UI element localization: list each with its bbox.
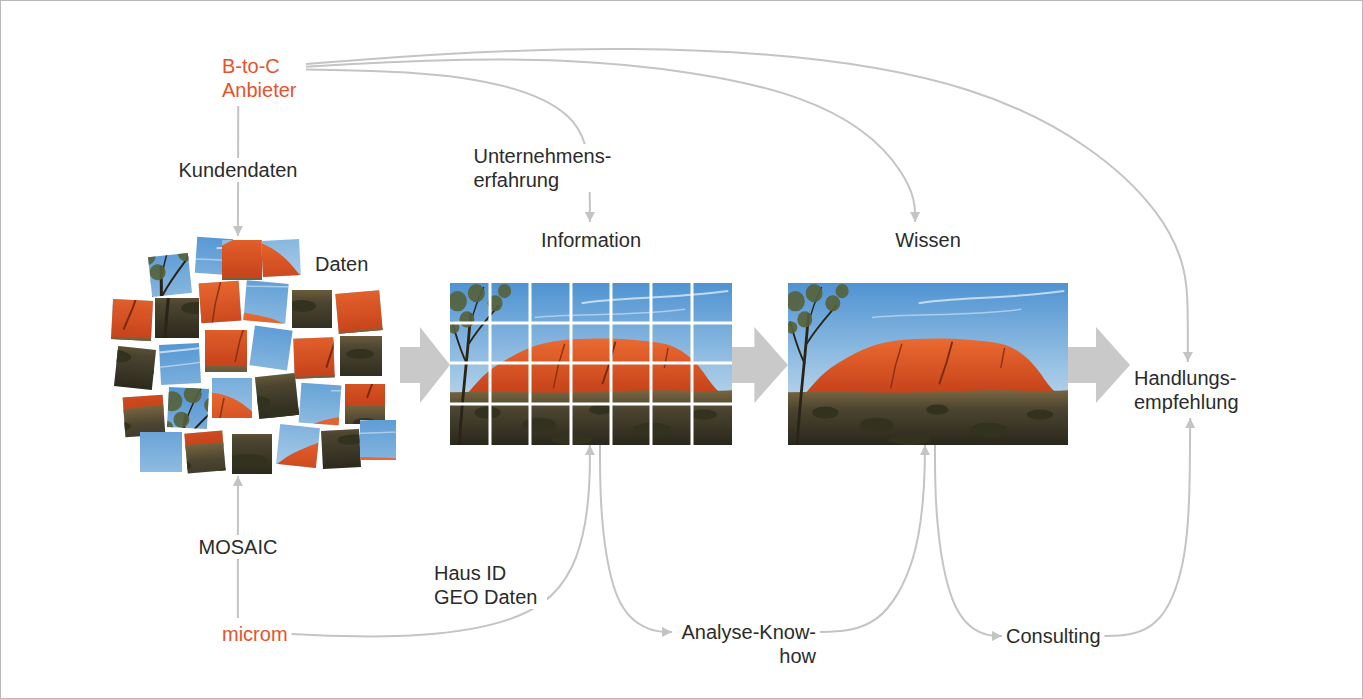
mosaic-tile xyxy=(124,316,439,502)
edge-label: Haus ID GEO Daten xyxy=(431,561,547,609)
mosaic-tile xyxy=(0,402,190,562)
connector xyxy=(292,445,590,637)
picture-heading: Daten xyxy=(312,252,371,276)
grid-lines xyxy=(450,283,732,445)
mosaic-tile xyxy=(88,224,390,384)
photo xyxy=(786,283,1068,445)
picture-node: Daten xyxy=(108,236,400,476)
connector xyxy=(600,445,672,632)
connector xyxy=(935,445,1002,636)
connector xyxy=(237,106,239,236)
connector xyxy=(820,445,925,632)
mosaic-tile xyxy=(73,308,383,484)
edge-label: MOSAIC xyxy=(196,535,281,559)
edge-label: Unternehmens- erfahrung xyxy=(471,144,622,192)
connector xyxy=(1105,418,1191,636)
block-arrow xyxy=(732,327,788,403)
text-node: Handlungs- empfehlung xyxy=(1130,362,1248,418)
node-label: Analyse-Know- how xyxy=(676,620,816,668)
text-node: microm xyxy=(218,618,292,650)
block-arrow xyxy=(1068,327,1130,403)
picture-node: Wissen xyxy=(788,222,1068,445)
connector xyxy=(306,49,1188,362)
connector xyxy=(237,476,239,618)
picture-heading: Wissen xyxy=(788,222,1068,252)
text-node: B-to-C Anbieter xyxy=(218,50,306,106)
connector xyxy=(306,59,915,222)
picture-node: Information xyxy=(450,222,732,445)
text-node: Analyse-Know- how xyxy=(672,616,820,672)
node-label: Consulting xyxy=(1006,624,1101,648)
edge-label: Kundendaten xyxy=(175,158,300,182)
node-label: B-to-C Anbieter xyxy=(222,54,302,102)
text-node: Consulting xyxy=(1002,620,1105,652)
picture-heading: Information xyxy=(450,222,732,252)
node-label: Handlungs- empfehlung xyxy=(1134,366,1244,414)
block-arrow xyxy=(400,327,450,403)
connector xyxy=(306,70,590,222)
node-label: microm xyxy=(222,622,288,646)
grid-picture xyxy=(448,283,732,445)
